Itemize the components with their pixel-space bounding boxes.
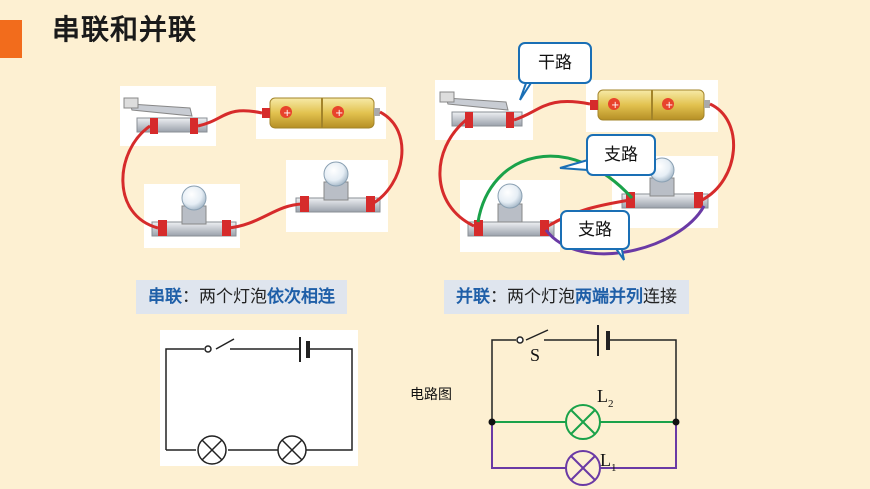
series-caption-emphasis: 依次相连 xyxy=(267,287,335,307)
series-schematic xyxy=(160,330,358,466)
title-accent-bar xyxy=(0,20,22,58)
slide-title: 串联和并联 xyxy=(52,13,198,46)
lamp2-label: L2 xyxy=(597,386,614,410)
parallel-caption-label: 并联 xyxy=(456,287,490,307)
callout-main-path: 干路 xyxy=(518,42,592,84)
series-switch xyxy=(120,86,216,146)
series-caption-text: 两个灯泡 xyxy=(199,287,267,307)
parallel-caption-emphasis: 两端并列 xyxy=(575,287,643,307)
series-caption: 串联：两个灯泡依次相连 xyxy=(136,280,347,314)
lamp1-label: L1 xyxy=(600,450,617,474)
parallel-switch xyxy=(435,80,533,140)
parallel-schematic: S L2 L1 xyxy=(488,325,680,486)
parallel-battery: + + xyxy=(586,80,718,132)
parallel-caption-tail: 连接 xyxy=(643,287,677,307)
series-lamp-left xyxy=(144,184,240,248)
svg-text:+: + xyxy=(335,108,343,119)
parallel-caption: 并联：两个灯泡两端并列连接 xyxy=(444,280,689,314)
callout-branch-top-pointer xyxy=(559,158,589,172)
callout-branch-top: 支路 xyxy=(586,134,656,176)
svg-text:+: + xyxy=(611,100,619,111)
callout-branch-bottom: 支路 xyxy=(560,210,630,250)
parallel-wires xyxy=(438,99,735,256)
switch-label: S xyxy=(530,345,540,365)
series-caption-label: 串联 xyxy=(148,287,182,307)
parallel-caption-text: 两个灯泡 xyxy=(507,287,575,307)
circuit-diagram-label: 电路图 xyxy=(410,387,452,403)
parallel-lamp-left xyxy=(460,180,560,252)
svg-text:+: + xyxy=(665,100,673,111)
svg-text:+: + xyxy=(283,108,291,119)
parallel-caption-colon: ： xyxy=(490,287,507,307)
series-caption-colon: ： xyxy=(182,287,199,307)
series-battery: + + xyxy=(256,87,386,139)
series-wires xyxy=(121,109,404,230)
series-lamp-right xyxy=(286,160,388,232)
